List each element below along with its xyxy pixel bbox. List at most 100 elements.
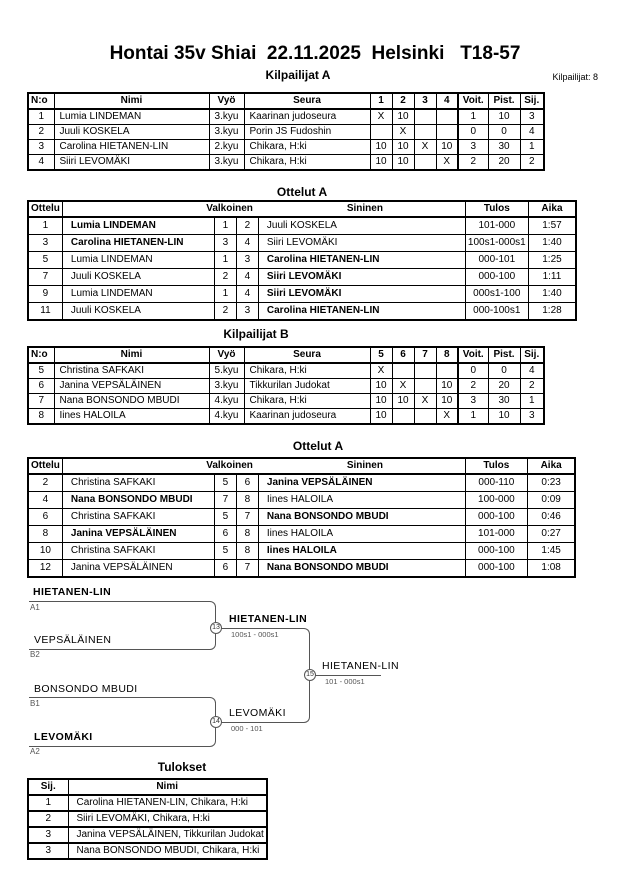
cell-name: Carolina HIETANEN-LIN, Chikara, H:ki [67, 794, 268, 812]
cell-result: 100s1-000s1 [464, 234, 529, 252]
match-row: 6 Christina SAFKAKI 5 7 Nana BONSONDO MB… [27, 508, 576, 526]
matches-b-table: Ottelu Valkoinen Sininen Tulos Aika 2 Ch… [27, 457, 577, 578]
col-no: N:o [27, 92, 55, 110]
cell-name: Carolina HIETANEN-LIN [53, 139, 210, 155]
cell-s1: X [369, 108, 393, 125]
cell-white-no: 1 [213, 251, 237, 269]
cell-place: 3 [519, 408, 545, 425]
cell-place: 4 [519, 362, 545, 379]
col-wins: Voit. [457, 346, 489, 364]
cell-wins: 0 [457, 362, 489, 379]
cell-blue-name: Nana BONSONDO MBUDI [257, 508, 466, 526]
col-result: Tulos [464, 200, 529, 218]
match-row: 10 Christina SAFKAKI 5 8 Iines HALOILA 0… [27, 542, 576, 560]
cell-s4: X [435, 154, 459, 171]
cell-club: Tikkurilan Judokat [243, 378, 371, 394]
match-number-badge: 14 [210, 716, 222, 728]
match-row: 2 Christina SAFKAKI 5 6 Janina VEPSÄLÄIN… [27, 473, 576, 492]
cell-name: Siiri LEVOMÄKI [53, 154, 210, 171]
cell-match-no: 12 [27, 559, 63, 578]
cell-white-name: Juuli KOSKELA [61, 302, 215, 321]
cell-s2: X [391, 378, 415, 394]
cell-s1: 10 [369, 408, 393, 425]
cell-s4: 10 [435, 139, 459, 155]
cell-white-no: 7 [213, 491, 237, 509]
cell-no: 2 [27, 124, 55, 140]
col-white: Valkoinen [206, 460, 253, 471]
cell-time: 0:23 [526, 473, 576, 492]
cell-no: 1 [27, 108, 55, 125]
cell-white-name: Christina SAFKAKI [61, 542, 215, 560]
bracket-line-winner14 [215, 675, 310, 723]
cell-time: 1:57 [527, 216, 577, 235]
cell-no: 7 [27, 393, 55, 409]
cell-points: 30 [487, 139, 521, 155]
cell-result: 000-110 [464, 473, 528, 492]
col-place: Sij. [519, 346, 545, 364]
col-white: Valkoinen [206, 203, 253, 214]
matches-b-title: Ottelut A [292, 439, 344, 453]
cell-wins: 3 [457, 393, 489, 409]
cell-s2: X [391, 124, 415, 140]
cell-club: Chikara, H:ki [243, 393, 371, 409]
cell-belt: 3.kyu [208, 108, 245, 125]
cell-white-name: Janina VEPSÄLÄINEN [61, 559, 215, 578]
match-row: 5 Lumia LINDEMAN 1 3 Carolina HIETANEN-L… [27, 251, 577, 269]
match-row: 11 Juuli KOSKELA 2 3 Carolina HIETANEN-L… [27, 302, 577, 321]
cell-s2 [391, 408, 415, 425]
cell-s3 [413, 378, 437, 394]
cell-time: 1:40 [527, 234, 577, 252]
cell-no: 8 [27, 408, 55, 425]
col-wins: Voit. [457, 92, 489, 110]
results-table: Sij. Nimi 1 Carolina HIETANEN-LIN, Chika… [27, 778, 268, 860]
pool-row: 5 Christina SAFKAKI 5.kyu Chikara, H:ki … [27, 362, 545, 379]
bracket-entry-a1: HIETANEN-LIN [33, 586, 112, 598]
cell-result: 000-101 [464, 251, 529, 269]
pool-row: 4 Siiri LEVOMÄKI 3.kyu Chikara, H:ki 10 … [27, 154, 545, 171]
cell-no: 4 [27, 154, 55, 171]
cell-match-no: 2 [27, 473, 63, 492]
pool-row: 8 Iines HALOILA 4.kyu Kaarinan judoseura… [27, 408, 545, 425]
cell-no: 3 [27, 139, 55, 155]
cell-s1: 10 [369, 154, 393, 171]
cell-white-no: 2 [213, 268, 237, 286]
col-time: Aika [527, 200, 577, 218]
cell-s4 [435, 124, 459, 140]
cell-name: Nana BONSONDO MBUDI, Chikara, H:ki [67, 842, 268, 860]
match-row: 9 Lumia LINDEMAN 1 4 Siiri LEVOMÄKI 000s… [27, 285, 577, 303]
cell-place: 1 [27, 794, 69, 812]
cell-s1: X [369, 362, 393, 379]
cell-belt: 3.kyu [208, 154, 245, 171]
cell-name: Janina VEPSÄLÄINEN, Tikkurilan Judokat [67, 826, 268, 844]
col-no: N:o [27, 346, 55, 364]
cell-blue-no: 8 [235, 491, 259, 509]
cell-blue-name: Juuli KOSKELA [257, 216, 466, 235]
col-match-no: Ottelu [27, 200, 63, 218]
cell-blue-no: 7 [235, 559, 259, 578]
cell-time: 1:08 [526, 559, 576, 578]
cell-time: 1:40 [527, 285, 577, 303]
cell-s2: 10 [391, 108, 415, 125]
cell-name: Siiri LEVOMÄKI, Chikara, H:ki [67, 810, 268, 828]
col-s4: 8 [435, 346, 459, 364]
cell-points: 20 [487, 154, 521, 171]
col-s1: 1 [369, 92, 393, 110]
bracket-seed-b2: B2 [30, 650, 40, 659]
cell-blue-name: Carolina HIETANEN-LIN [257, 302, 466, 321]
cell-result: 101-000 [464, 216, 529, 235]
cell-white-name: Janina VEPSÄLÄINEN [61, 525, 215, 543]
cell-blue-name: Siiri LEVOMÄKI [257, 234, 466, 252]
cell-s3 [413, 154, 437, 171]
cell-white-name: Lumia LINDEMAN [61, 216, 215, 235]
cell-white-no: 6 [213, 525, 237, 543]
cell-match-no: 6 [27, 508, 63, 526]
cell-match-no: 10 [27, 542, 63, 560]
pool-a-table: N:o Nimi Vyö Seura 1 2 3 4 Voit. Pist. S… [27, 92, 545, 171]
cell-no: 5 [27, 362, 55, 379]
cell-blue-name: Nana BONSONDO MBUDI [257, 559, 466, 578]
cell-belt: 3.kyu [208, 124, 245, 140]
bracket-score-13: 100s1 - 000s1 [231, 630, 279, 639]
cell-result: 000-100 [464, 508, 528, 526]
cell-white-name: Juuli KOSKELA [61, 268, 215, 286]
pool-row: 3 Carolina HIETANEN-LIN 2.kyu Chikara, H… [27, 139, 545, 155]
